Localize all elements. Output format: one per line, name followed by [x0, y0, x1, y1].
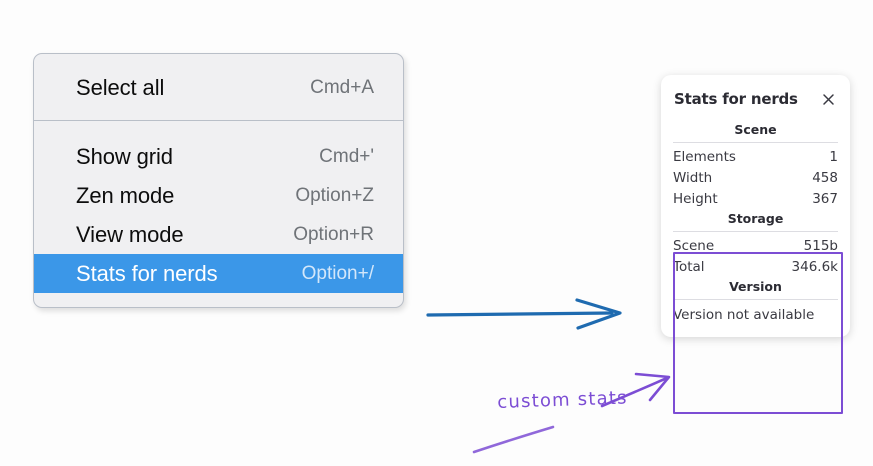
stats-panel[interactable]: Stats for nerds Scene Elements 1 Width 4… [661, 75, 850, 414]
menu-item-zen-mode[interactable]: Zen mode Option+Z [34, 176, 403, 215]
menu-item-label: Select all [76, 74, 165, 100]
menu-item-select-all[interactable]: Select all Cmd+A [34, 68, 403, 107]
menu-item-shortcut: Option+R [293, 223, 374, 245]
stat-row-scene-storage: Scene 515b [673, 235, 838, 256]
annotation-label-custom-stats: custom stats [497, 387, 628, 413]
underline-stroke [472, 425, 555, 454]
stat-value: 1 [829, 148, 838, 165]
stat-key: Height [673, 190, 718, 207]
stats-panel-title: Stats for nerds [674, 90, 798, 108]
menu-group-top: Select all Cmd+A [34, 54, 403, 120]
stat-value: 458 [812, 169, 838, 186]
stat-value: 515b [803, 237, 838, 254]
arrow-right-icon [426, 298, 622, 330]
menu-item-label: Show grid [76, 143, 173, 169]
section-rule [673, 142, 838, 143]
section-rule [673, 231, 838, 232]
close-icon[interactable] [820, 91, 837, 108]
menu-item-view-mode[interactable]: View mode Option+R [34, 215, 403, 254]
menu-divider [34, 120, 403, 121]
stat-key: Scene [673, 237, 715, 254]
section-heading-version: Version [729, 279, 782, 294]
arrow-up-right-icon [600, 372, 671, 408]
section-rule [673, 299, 838, 300]
menu-item-label: Zen mode [76, 182, 175, 208]
menu-item-label: View mode [76, 221, 184, 247]
menu-item-shortcut: Cmd+' [319, 145, 374, 167]
stats-panel-body: Scene Elements 1 Width 458 Height 367 St… [661, 120, 850, 325]
menu-item-shortcut: Option+/ [301, 262, 374, 284]
menu-item-shortcut: Option+Z [295, 184, 374, 206]
version-value: Version not available [673, 307, 815, 323]
context-menu[interactable]: Select all Cmd+A Show grid Cmd+' Zen mod… [33, 53, 404, 308]
stat-key: Width [673, 169, 713, 186]
stat-key: Elements [673, 148, 736, 165]
stat-value: 367 [812, 190, 838, 207]
menu-item-shortcut: Cmd+A [310, 76, 374, 98]
section-heading-storage: Storage [727, 211, 784, 226]
menu-item-stats-for-nerds[interactable]: Stats for nerds Option+/ [34, 254, 403, 293]
menu-item-label: Stats for nerds [76, 260, 218, 286]
menu-group-main: Show grid Cmd+' Zen mode Option+Z View m… [34, 121, 403, 307]
stat-value: 346.6k [791, 258, 838, 275]
stats-panel-header: Stats for nerds [661, 87, 850, 111]
section-heading-scene: Scene [734, 122, 777, 137]
stat-row-height: Height 367 [673, 188, 838, 209]
stat-row-total-storage: Total 346.6k [673, 256, 838, 277]
stat-key: Total [673, 258, 705, 275]
stat-row-elements: Elements 1 [673, 146, 838, 167]
menu-item-show-grid[interactable]: Show grid Cmd+' [34, 137, 403, 176]
stat-row-width: Width 458 [673, 167, 838, 188]
